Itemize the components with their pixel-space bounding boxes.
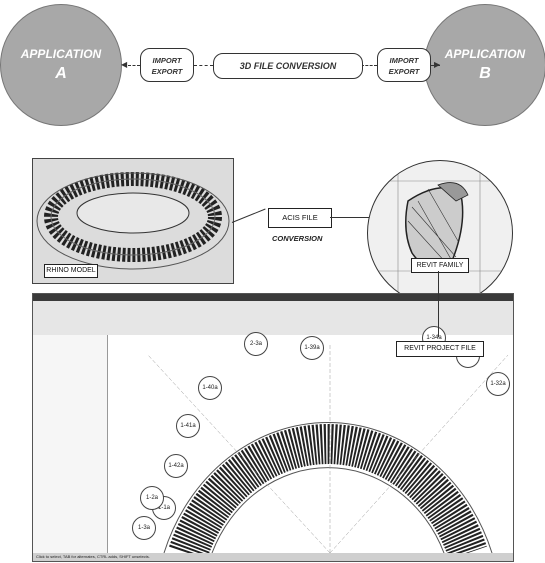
acis-file-box: ACIS FILE (268, 208, 332, 228)
grid-tag: 1-41a (176, 414, 200, 438)
status-bar: Click to select, TAB for alternates, CTR… (33, 553, 513, 561)
grid-tag: 1-42a (164, 454, 188, 478)
project-browser (33, 335, 108, 553)
revit-family-graphic (368, 161, 512, 305)
connector-line (330, 217, 370, 218)
application-a-title: APPLICATION (1, 47, 121, 61)
connector-line (128, 65, 140, 66)
import-export-right: IMPORT EXPORT (377, 48, 431, 82)
connector-line (438, 271, 439, 337)
grid-tag: 1-40a (198, 376, 222, 400)
revit-project-file-label: REVIT PROJECT FILE (396, 341, 484, 357)
title-bar (33, 294, 513, 301)
grid-tag: 1-39a (300, 336, 324, 360)
application-b-circle: APPLICATION B (424, 4, 545, 126)
import-export-left: IMPORT EXPORT (140, 48, 194, 82)
connector-line (232, 209, 266, 223)
connector-line (194, 65, 213, 66)
conversion-pill: 3D FILE CONVERSION (213, 53, 363, 79)
grid-tag: 1-32a (486, 372, 510, 396)
rhino-model-label: RHINO MODEL (44, 264, 98, 278)
application-b-letter: B (425, 65, 545, 83)
application-a-letter: A (1, 65, 121, 83)
connector-line (361, 65, 377, 66)
revit-family-label: REVIT FAMILY (411, 258, 469, 273)
arrow-left-icon: ◀ (121, 60, 127, 69)
revit-family-circle (367, 160, 513, 306)
drawing-canvas (108, 335, 513, 553)
conversion-label: CONVERSION (272, 234, 322, 243)
grid-tag: 2-3a (244, 332, 268, 356)
arrow-right-icon: ▶ (434, 60, 440, 69)
grid-tag: 1-3a (132, 516, 156, 540)
application-a-circle: APPLICATION A (0, 4, 122, 126)
grid-tag: 1-2a (140, 486, 164, 510)
application-b-title: APPLICATION (425, 47, 545, 61)
structure-plan-graphic (108, 335, 513, 553)
